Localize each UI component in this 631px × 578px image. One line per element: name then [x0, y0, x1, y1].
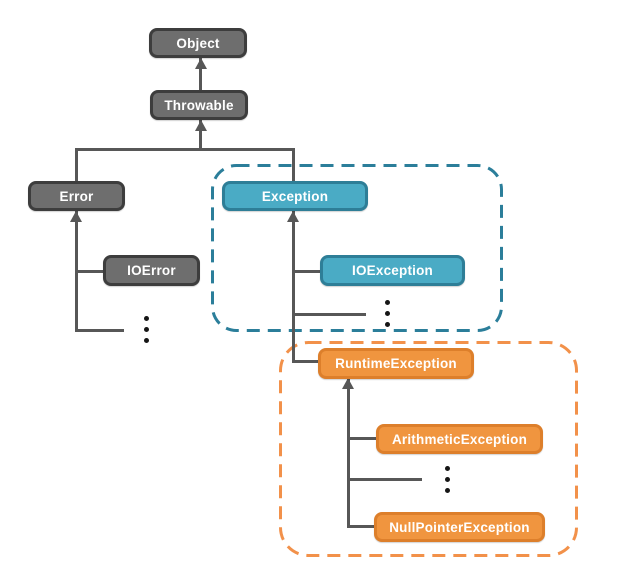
dot: [445, 466, 450, 471]
node-error-label: Error: [59, 188, 94, 204]
connector-junction-throwable: [199, 120, 202, 150]
connector-exception-more-branch: [292, 313, 366, 316]
dot: [445, 488, 450, 493]
arrow-up-icon: [287, 211, 299, 222]
dot: [385, 300, 390, 305]
arrow-up-icon: [195, 58, 207, 69]
node-exception-label: Exception: [261, 188, 329, 204]
node-ioerror: IOError: [103, 255, 200, 286]
arrow-up-icon: [70, 211, 82, 222]
node-arithmetic-exception-label: ArithmeticException: [391, 431, 528, 447]
arrow-up-icon: [195, 120, 207, 131]
arrow-up-icon: [342, 378, 354, 389]
dot: [385, 322, 390, 327]
node-nullpointer-exception: NullPointerException: [374, 512, 545, 542]
ellipsis-icon: [445, 466, 450, 493]
node-exception: Exception: [222, 181, 368, 211]
node-runtime-exception: RuntimeException: [318, 348, 474, 379]
connector-junction-error: [75, 148, 78, 183]
connector-nullpointer-branch: [347, 525, 378, 528]
node-ioerror-label: IOError: [127, 263, 176, 278]
dot: [445, 477, 450, 482]
node-runtime-exception-label: RuntimeException: [335, 356, 457, 371]
node-throwable-label: Throwable: [164, 97, 234, 113]
ellipsis-icon: [385, 300, 390, 327]
node-object: Object: [149, 28, 247, 58]
connector-runtime-branch: [292, 360, 320, 363]
node-object-label: Object: [176, 35, 220, 51]
dot: [144, 316, 149, 321]
node-arithmetic-exception: ArithmeticException: [376, 424, 543, 454]
connector-runtime-trunk: [347, 378, 350, 527]
connector-exception-trunk: [292, 211, 295, 363]
node-ioexception-label: IOException: [352, 263, 433, 278]
exception-group-outline: [211, 164, 503, 332]
connector-ioexception-branch: [292, 270, 322, 273]
connector-arithmetic-branch: [347, 437, 378, 440]
connector-junction-exception: [292, 148, 295, 183]
connector-ioerror-branch: [75, 270, 105, 273]
dot: [385, 311, 390, 316]
connector-throwable-object: [199, 58, 202, 90]
connector-junction-horizontal: [75, 148, 295, 151]
ellipsis-icon: [144, 316, 149, 343]
runtime-exception-group-outline: [279, 341, 578, 557]
connector-runtime-more-branch: [347, 478, 422, 481]
dot: [144, 327, 149, 332]
node-ioexception: IOException: [320, 255, 465, 286]
node-error: Error: [28, 181, 125, 211]
node-throwable: Throwable: [150, 90, 248, 120]
dot: [144, 338, 149, 343]
connector-error-more-branch: [75, 329, 124, 332]
node-nullpointer-exception-label: NullPointerException: [389, 519, 530, 535]
